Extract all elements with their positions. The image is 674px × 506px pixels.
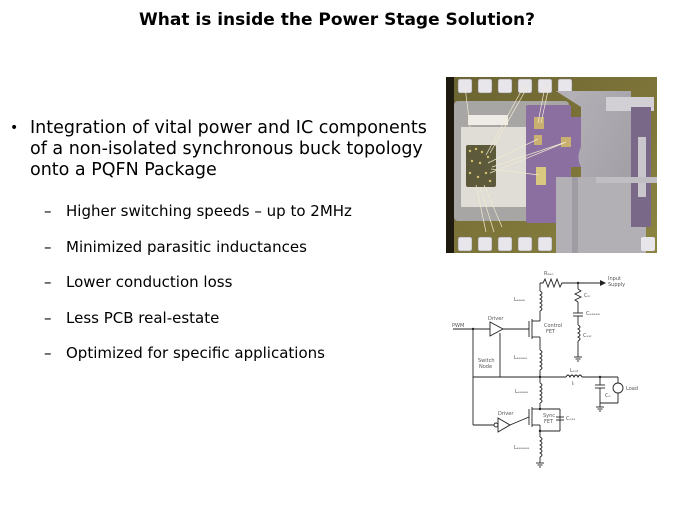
- label-switch-node: Switch: [478, 358, 495, 364]
- die-photo: [446, 77, 657, 253]
- main-bullet: • Integration of vital power and IC comp…: [10, 118, 440, 181]
- sub-bullet: –Optimized for specific applications: [44, 343, 352, 379]
- sub-bullet: –Less PCB real-estate: [44, 308, 352, 344]
- label-driver-bottom: Driver: [498, 411, 514, 417]
- label-ldrain-sync: Lₑₑₑₑₑ: [515, 389, 528, 395]
- ldrain-inductor: [538, 290, 543, 312]
- label-control-fet-2: FET: [546, 329, 556, 335]
- sub-bullet-list: –Higher switching speeds – up to 2MHz –M…: [44, 201, 352, 379]
- label-cout: Cₒ: [605, 393, 611, 399]
- sub-bullet: –Higher switching speeds – up to 2MHz: [44, 201, 352, 237]
- rsrc-resistor: [540, 277, 588, 289]
- label-rsrc: Rₐₑₒ: [544, 271, 554, 277]
- label-ldrain: Lₑₑₑₑ: [514, 297, 525, 303]
- main-bullet-text: Integration of vital power and IC compon…: [30, 118, 427, 180]
- label-coss: Cₒₛₛ: [566, 416, 575, 422]
- label-switch-node-2: Node: [479, 364, 492, 370]
- sub-bullet-text: Optimized for specific applications: [66, 344, 325, 362]
- label-driver-top: Driver: [488, 316, 504, 322]
- buck-schematic: Rₐₑₒ Input Supply Lₑₑₑₑ Cᵢₙ Cₑₑₑₑₑ Cₑₛₗ …: [452, 271, 638, 468]
- label-lsource-bottom: Lₑₑₑₑₑₑ: [514, 445, 529, 451]
- label-lout: Lₒᵤₜ: [570, 368, 579, 374]
- label-cin: Cᵢₙ: [584, 293, 590, 299]
- sub-bullet-text: Less PCB real-estate: [66, 308, 220, 327]
- sub-bullet: –Minimized parasitic inductances: [44, 237, 352, 273]
- dash-icon: –: [44, 344, 52, 362]
- slide-title: What is inside the Power Stage Solution?: [139, 10, 535, 30]
- label-pwm: PWM: [452, 323, 464, 329]
- label-sync-fet-2: FET: [544, 419, 554, 425]
- sub-bullet-text: Higher switching speeds – up to 2MHz: [66, 202, 352, 220]
- sub-bullet-text: Minimized parasitic inductances: [66, 237, 307, 256]
- sub-bullet: –Lower conduction loss: [44, 272, 352, 308]
- dash-icon: –: [44, 308, 52, 327]
- label-cbypass: Cₑₑₑₑₑ: [586, 311, 600, 317]
- label-il: Iₗ: [572, 381, 574, 387]
- label-cesl: Cₑₛₗ: [583, 333, 591, 339]
- label-load: Load: [626, 386, 638, 392]
- label-input-supply-2: Supply: [608, 282, 625, 288]
- label-lsource-top: Lₑₑₑₑₑ: [514, 355, 527, 361]
- lout-inductor: [565, 374, 583, 379]
- dash-icon: –: [44, 237, 52, 256]
- label-sync-fet: Sync: [543, 413, 555, 419]
- sub-bullet-text: Lower conduction loss: [66, 273, 233, 291]
- die-photo-graphic: [446, 77, 657, 253]
- dash-icon: –: [44, 273, 52, 291]
- dash-icon: –: [44, 202, 52, 220]
- label-input-supply: Input: [608, 276, 621, 282]
- bullet-dot: •: [10, 120, 19, 136]
- label-control-fet: Control: [544, 323, 562, 329]
